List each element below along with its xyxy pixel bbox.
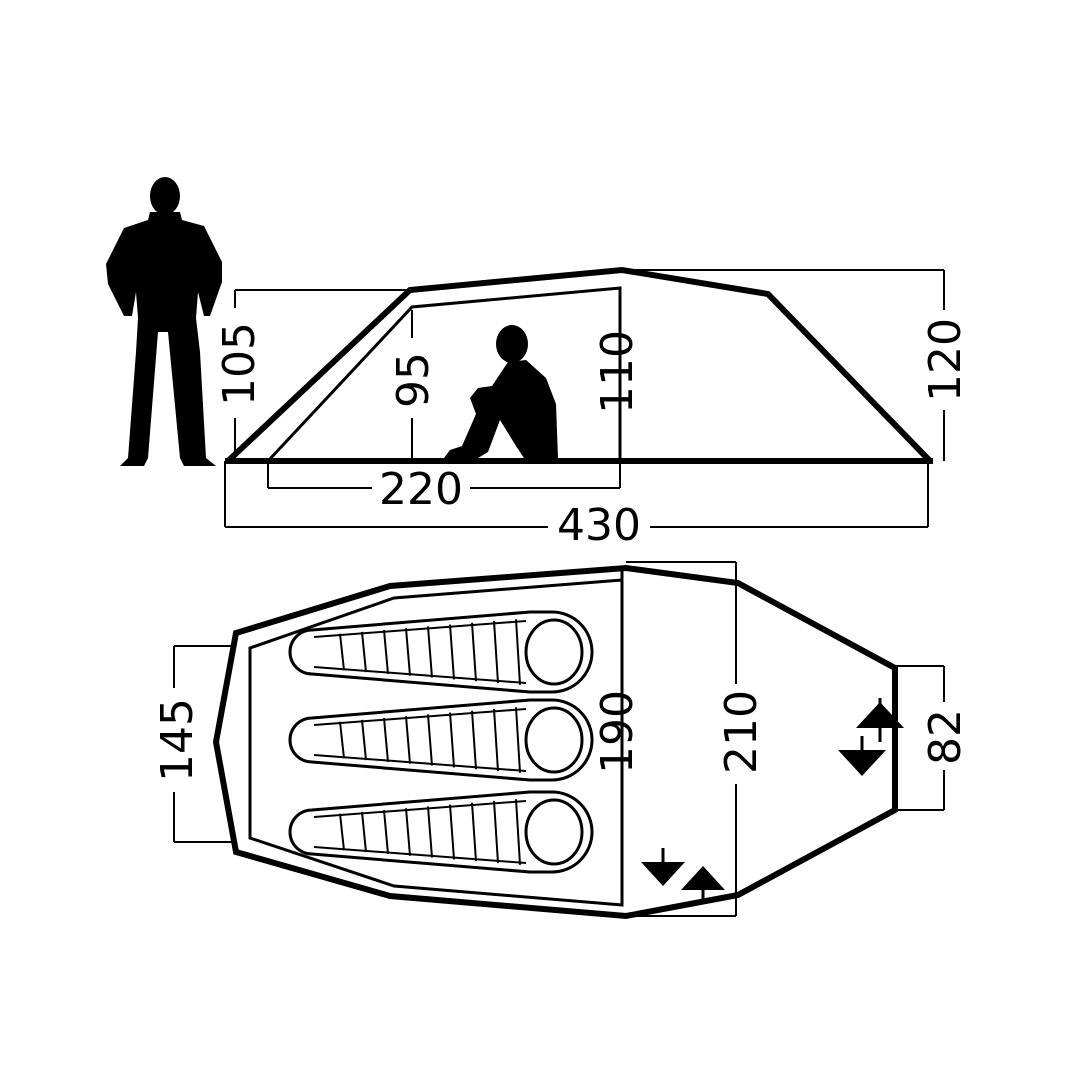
tent-floor-outline: [212, 564, 898, 920]
dimension-rear-height: 120: [622, 269, 971, 461]
dim-label-210: 210: [716, 690, 767, 774]
dim-label-120: 120: [920, 318, 971, 402]
sleeping-bag-inner-edge: [313, 708, 527, 772]
standing-person-icon: [106, 177, 222, 466]
sleeping-bag-outline: [288, 610, 594, 694]
sleeping-bag-quilt-line: [405, 716, 411, 764]
sleeping-bag: [288, 610, 594, 694]
sleeping-bag-quilt-line: [405, 628, 411, 676]
sleeping-bag-hood: [524, 618, 584, 686]
sleeping-bag-quilt-line: [493, 708, 499, 772]
sleeping-bag-quilt-line: [361, 811, 367, 853]
sitting-person-icon: [444, 325, 558, 458]
dim-label-95: 95: [388, 352, 439, 408]
dimension-inner-width: 190: [592, 580, 643, 905]
sleeping-bag-quilt-line: [339, 721, 345, 759]
sleeping-bag-quilt-line: [383, 629, 389, 675]
sleeping-bag-quilt-line: [515, 619, 521, 685]
dimension-inner-rear-height: 110: [592, 290, 643, 461]
dimension-total-width: 210: [626, 561, 767, 917]
sleeping-bag-hood: [524, 706, 584, 774]
sleeping-bag-quilt-line: [383, 809, 389, 855]
dim-label-110: 110: [592, 330, 643, 414]
sleeping-bag-quilt-line: [515, 707, 521, 773]
inner-tent-side-outline: [266, 286, 622, 463]
sleeping-bag-quilt-line: [339, 633, 345, 671]
sleeping-bag-quilt-line: [449, 624, 455, 680]
dim-label-430: 430: [557, 500, 641, 551]
sleeping-bag-quilt-line: [471, 802, 477, 862]
sleeping-bag-quilt-line: [427, 626, 433, 678]
dimension-rear-width: 82: [895, 665, 971, 811]
sleeping-bag-quilt-line: [449, 804, 455, 860]
tent-side-outline: [225, 266, 933, 464]
dim-label-145: 145: [152, 698, 203, 782]
dim-label-220: 220: [379, 464, 463, 515]
sleeping-bag-outline: [288, 698, 594, 782]
dimension-front-height: 105: [214, 289, 410, 461]
sleeping-bag-quilt-line: [427, 806, 433, 858]
dim-label-82: 82: [920, 709, 971, 765]
dim-label-190: 190: [592, 690, 643, 774]
sleeping-bag-hood: [524, 798, 584, 866]
side-view: 105 95 110 120 220: [214, 266, 971, 551]
sleeping-bag-quilt-line: [361, 719, 367, 761]
sleeping-bag-quilt-line: [427, 714, 433, 766]
dimension-inner-front-height: 95: [388, 310, 439, 461]
sleeping-bag-quilt-line: [361, 631, 367, 673]
sleeping-bag-quilt-line: [493, 800, 499, 864]
floor-plan: 145 190 210 82: [152, 561, 971, 920]
dimension-total-length: 430: [224, 461, 929, 551]
dimension-front-width: 145: [152, 645, 232, 843]
sleeping-bag-inner-edge: [313, 800, 527, 864]
sleeping-bag-quilt-line: [493, 620, 499, 684]
sleeping-bag-quilt-line: [471, 710, 477, 770]
sleeping-bag: [288, 790, 594, 874]
door-arrows-icon: [838, 698, 904, 776]
door-arrows-icon: [641, 848, 725, 900]
sleeping-bag-quilt-line: [449, 712, 455, 768]
sleeping-bag-quilt-line: [405, 808, 411, 856]
dimension-inner-length: 220: [267, 461, 621, 515]
sleeping-bag: [288, 698, 594, 782]
sleeping-bag-outline: [288, 790, 594, 874]
sleeping-bag-quilt-line: [471, 622, 477, 682]
dim-label-105: 105: [214, 322, 265, 406]
sleeping-bag-quilt-line: [515, 799, 521, 865]
sleeping-bag-quilt-line: [383, 717, 389, 763]
sleeping-bag-quilt-line: [339, 813, 345, 851]
sleeping-bags: [288, 610, 594, 874]
sleeping-bag-inner-edge: [313, 620, 527, 684]
